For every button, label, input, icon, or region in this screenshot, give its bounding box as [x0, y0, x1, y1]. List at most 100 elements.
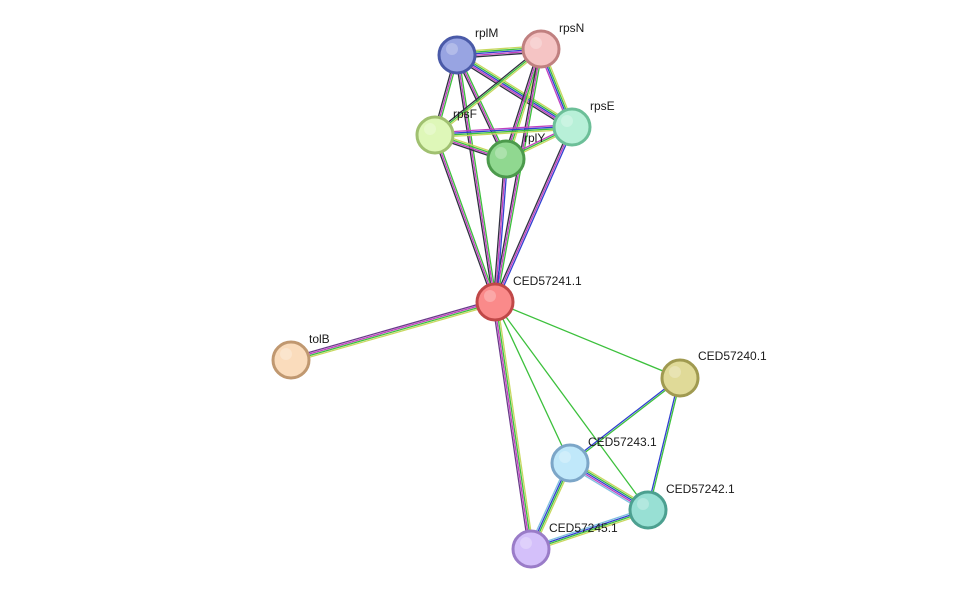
edge-line-green — [291, 302, 496, 362]
edge-CED57241.1-CED57240.1 — [494, 301, 681, 379]
edge-line-green — [570, 378, 681, 465]
node-circle[interactable] — [437, 35, 477, 75]
node-circle[interactable] — [511, 529, 551, 569]
edge-CED57241.1-CED57242.1 — [494, 301, 649, 511]
edge-line-dark — [433, 47, 541, 135]
node-CED57243.1[interactable]: CED57243.1 — [550, 435, 657, 483]
node-rpsN[interactable]: rpsN — [521, 21, 584, 69]
edge-line-green — [457, 54, 498, 302]
node-label: CED57245.1 — [549, 521, 618, 535]
node-rplM[interactable]: rplM — [437, 26, 498, 75]
node-circle[interactable] — [521, 29, 561, 69]
node-highlight — [280, 348, 292, 360]
edge-line-green — [494, 301, 649, 511]
edge-line-purple — [491, 302, 530, 550]
edge-line-green — [435, 134, 498, 302]
edge-line-green — [494, 301, 571, 464]
edge-line-blue — [530, 508, 648, 549]
edge-CED57241.1-CED57243.1 — [494, 301, 571, 464]
edge-line-magenta — [290, 300, 495, 360]
node-label: CED57242.1 — [666, 482, 735, 496]
node-circle[interactable] — [552, 107, 592, 147]
node-rplY[interactable]: rplY — [486, 131, 545, 179]
edge-line-magenta — [494, 126, 573, 303]
edge-CED57240.1-CED57242.1 — [646, 377, 682, 511]
node-highlight — [484, 290, 496, 302]
edge-line-blue — [434, 125, 572, 135]
edge-rpsN-rpsF — [433, 47, 543, 137]
edge-line-green — [495, 49, 544, 303]
node-highlight — [559, 451, 571, 463]
edge-rpsE-CED57241.1 — [492, 126, 575, 303]
edge-line-blue — [456, 54, 573, 128]
edge-line-blue — [495, 127, 575, 303]
node-label: CED57240.1 — [698, 349, 767, 363]
edge-line-purple — [290, 299, 495, 359]
node-CED57241.1[interactable]: CED57241.1 — [475, 274, 582, 322]
edge-line-green — [648, 378, 682, 511]
edge-line-yellow — [458, 51, 575, 125]
edge-line-blue — [495, 159, 509, 303]
edge-line-green — [494, 301, 681, 379]
node-highlight — [669, 366, 681, 378]
node-highlight — [530, 37, 542, 49]
edge-line-green — [531, 510, 649, 551]
node-label: rpsE — [590, 99, 615, 113]
node-label: CED57243.1 — [588, 435, 657, 449]
node-label: CED57241.1 — [513, 274, 582, 288]
node-highlight — [446, 43, 458, 55]
edge-line-magenta — [494, 48, 542, 303]
edge-CED57241.1-tolB — [290, 299, 496, 363]
node-circle[interactable] — [415, 115, 455, 155]
node-tolB[interactable]: tolB — [271, 332, 330, 380]
node-highlight — [520, 537, 532, 549]
edge-line-blue — [569, 376, 680, 463]
node-CED57240.1[interactable]: CED57240.1 — [660, 349, 767, 398]
edge-line-magenta — [434, 134, 496, 303]
node-label: tolB — [309, 332, 330, 346]
node-circle[interactable] — [475, 282, 515, 322]
node-circle[interactable] — [271, 340, 311, 380]
node-CED57245.1[interactable]: CED57245.1 — [511, 521, 618, 569]
node-circle[interactable] — [550, 443, 590, 483]
node-circle[interactable] — [660, 358, 700, 398]
edge-line-yellow — [435, 128, 573, 139]
edge-CED57242.1-CED57245.1 — [530, 507, 649, 552]
node-highlight — [495, 147, 507, 159]
edge-line-green — [434, 48, 542, 136]
node-rpsF[interactable]: rpsF — [415, 107, 477, 155]
edge-rpsE-rpsF — [434, 123, 573, 139]
edge-line-magenta — [456, 54, 496, 303]
edge-rplY-CED57241.1 — [492, 158, 509, 303]
edge-CED57240.1-CED57243.1 — [569, 376, 681, 465]
edge-line-magenta — [494, 158, 507, 303]
node-highlight — [637, 498, 649, 510]
node-circle[interactable] — [486, 139, 526, 179]
edge-line-green — [435, 127, 573, 137]
edge-rpsF-CED57241.1 — [432, 134, 498, 303]
edge-line-dark — [492, 126, 572, 302]
edge-line-green — [457, 53, 574, 127]
edge-rplM-rpsE — [454, 51, 575, 131]
edge-line-magenta — [493, 302, 531, 550]
edge-CED57241.1-CED57245.1 — [491, 301, 535, 550]
edge-line-dark — [492, 158, 506, 302]
edge-line-yellow — [531, 511, 649, 552]
edge-line-yellow — [496, 301, 535, 549]
node-label: rpsN — [559, 21, 584, 35]
edge-line-dark — [454, 57, 571, 131]
edge-rplM-CED57241.1 — [454, 54, 498, 303]
node-rpsE[interactable]: rpsE — [552, 99, 615, 147]
node-circle[interactable] — [628, 490, 668, 530]
node-label: rplM — [475, 26, 498, 40]
edge-line-blue — [646, 377, 680, 510]
edge-line-green — [495, 301, 533, 549]
edge-line-magenta — [455, 55, 572, 129]
edge-line-dark — [432, 135, 495, 303]
node-CED57242.1[interactable]: CED57242.1 — [628, 482, 735, 530]
node-highlight — [561, 115, 573, 127]
node-highlight — [424, 123, 436, 135]
edge-line-magenta — [434, 123, 572, 134]
